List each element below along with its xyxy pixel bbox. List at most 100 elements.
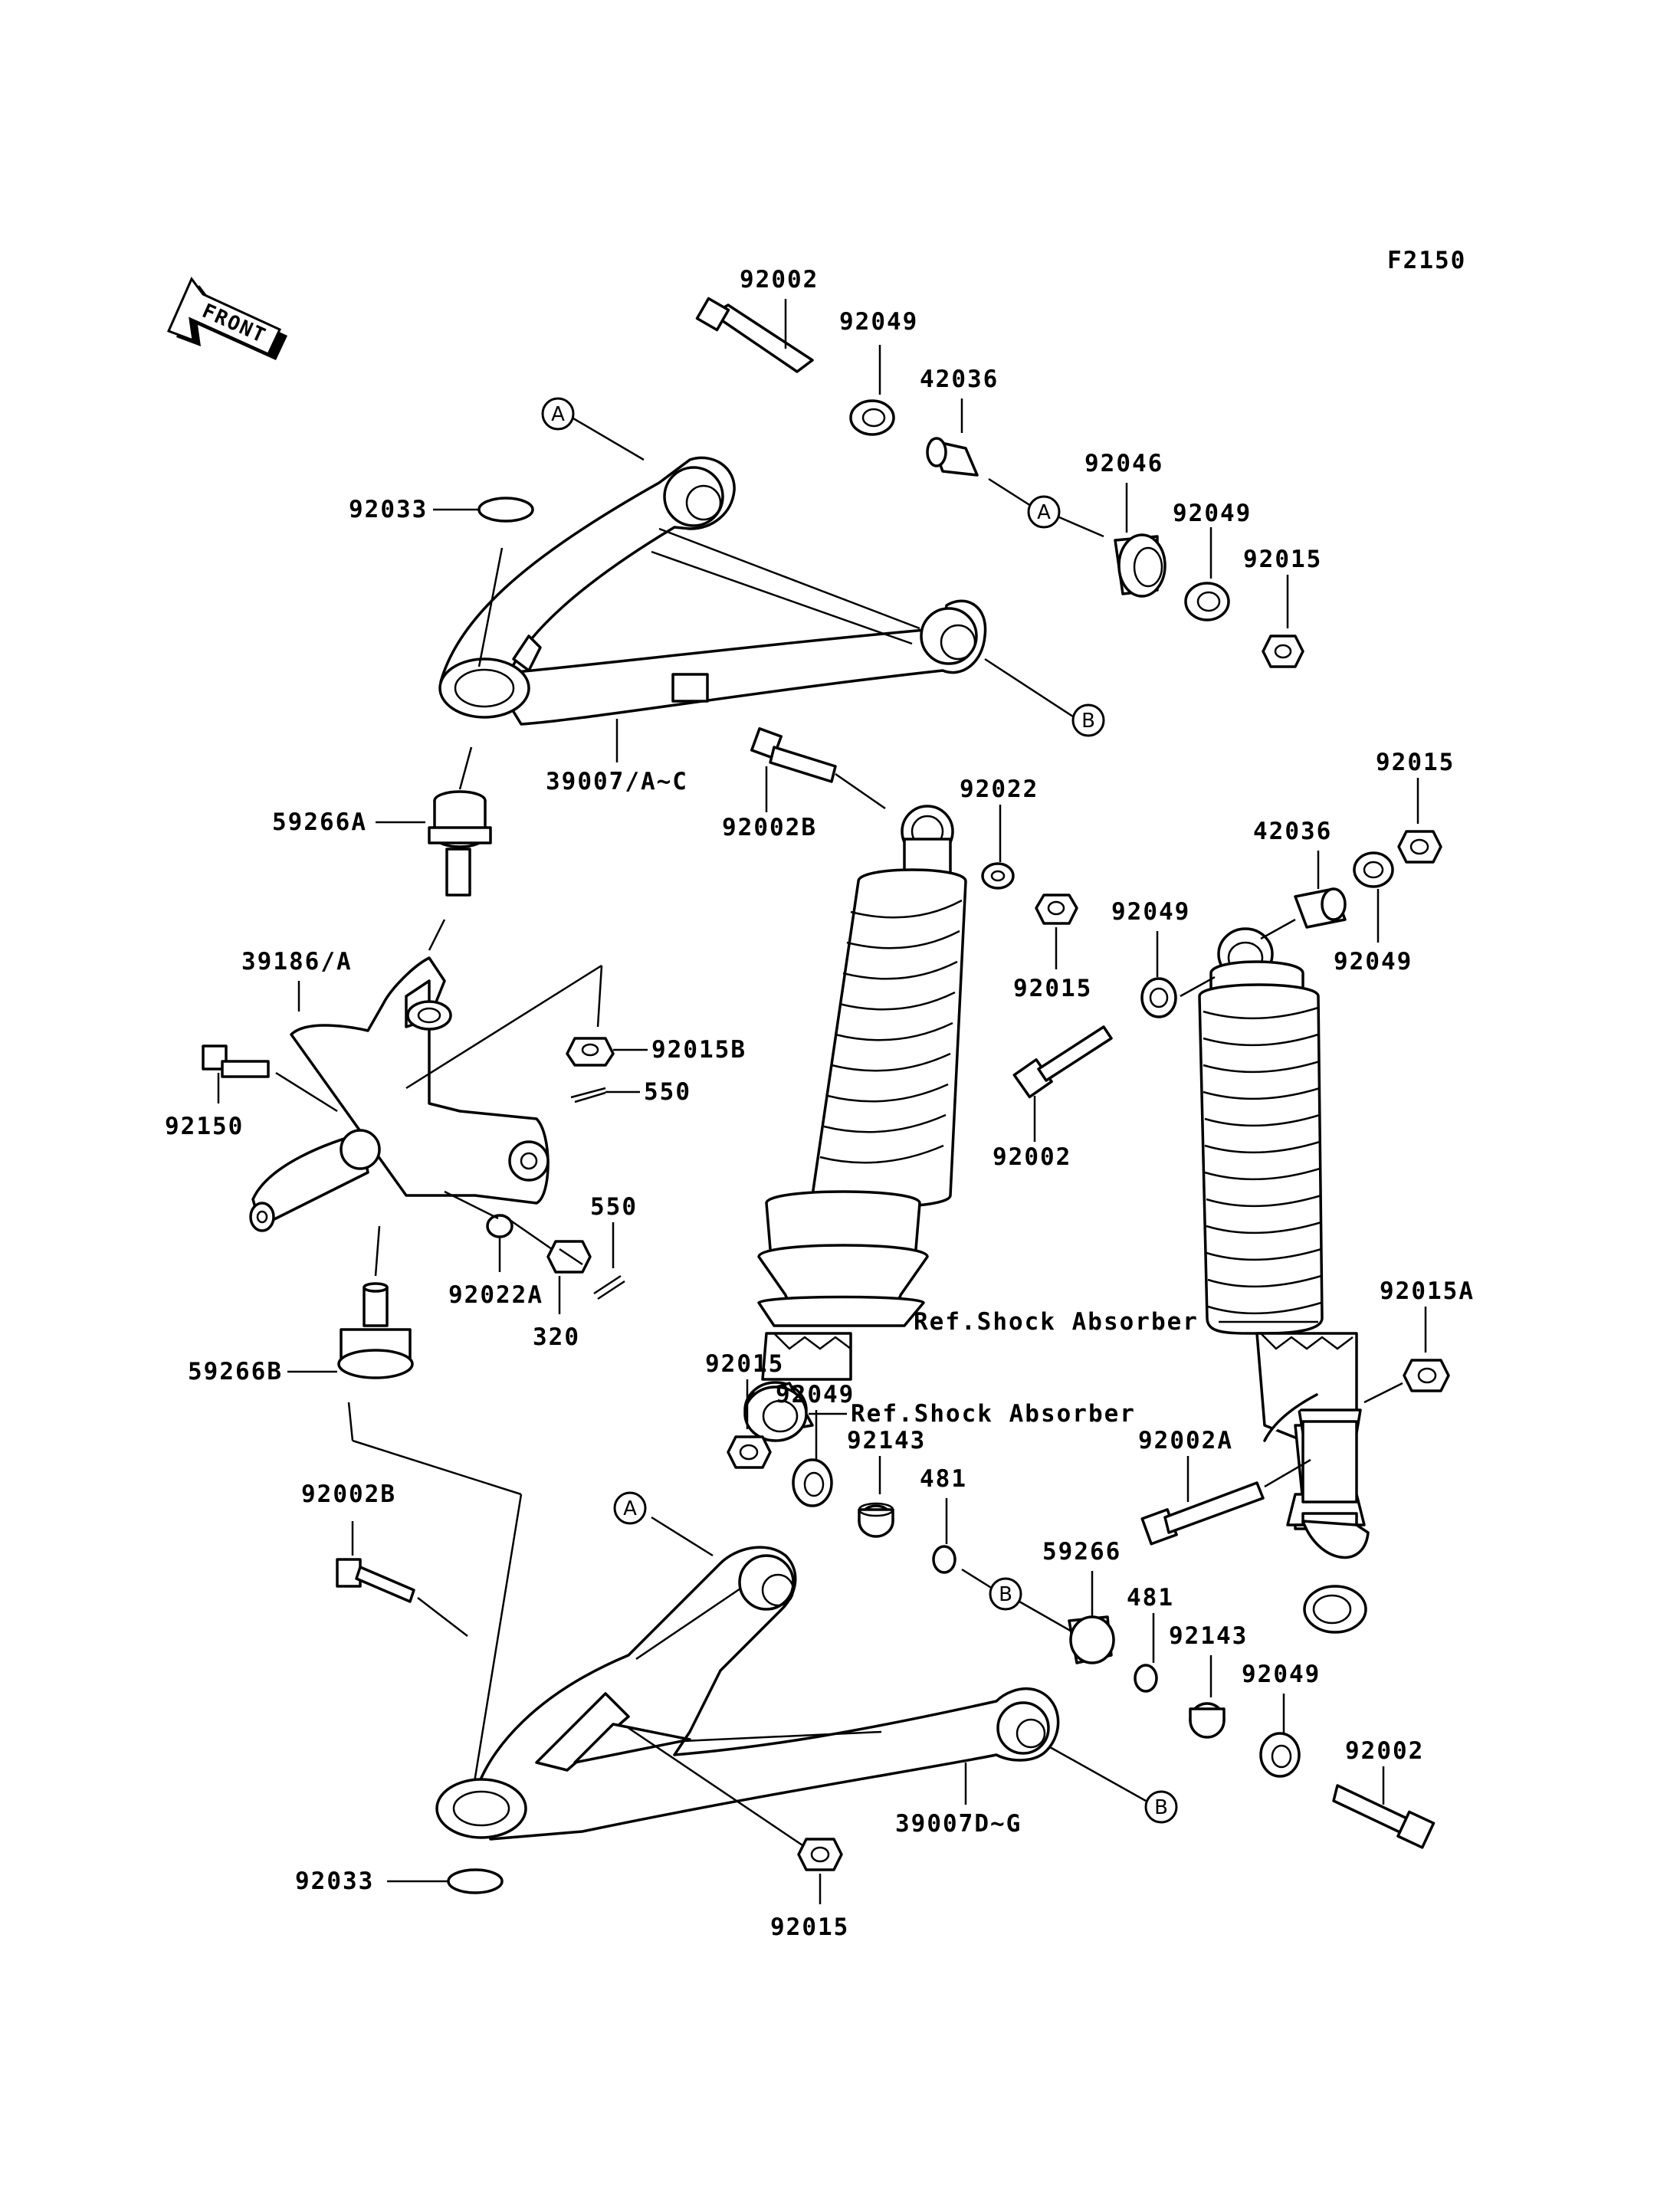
figure-code: F2150 [1387,247,1466,274]
label-92049-a: 92049 [839,308,918,336]
label-92015a: 92015A [1380,1277,1475,1305]
nut-92015-lower-left: 92015 [705,1350,784,1469]
label-92049-e: 92049 [776,1381,855,1408]
label-550-a: 550 [644,1078,691,1106]
circlip-481-b: 481 [1127,1584,1174,1693]
callout-a-mid-label: A [1037,501,1051,524]
label-92002-bottom: 92002 [1345,1737,1424,1765]
callout-a-upper-label: A [551,403,565,426]
callout-a-lower-label: A [623,1497,637,1520]
nut-92015-right: 92015 [1376,749,1455,864]
label-481-b: 481 [1127,1584,1174,1612]
bolt-92002-mid: 92002 [993,1025,1113,1171]
label-59266b: 59266B [188,1358,283,1385]
label-59266a: 59266A [272,808,367,836]
label-92033-lower: 92033 [295,1867,374,1895]
front-arrow: FRONT [166,277,287,360]
label-39007-dg: 39007D~G [895,1810,1022,1838]
bolt-92002-top: 92002 [695,266,819,373]
label-92015b: 92015B [651,1036,746,1064]
label-92022: 92022 [960,776,1039,803]
knuckle-39186a: 39186/A [241,919,550,1232]
label-550-b: 550 [590,1193,638,1221]
lower-a-arm [435,1546,1060,1841]
label-92143-b: 92143 [1169,1622,1248,1650]
label-92015-d: 92015 [705,1350,784,1378]
bolt-92002-bottom: 92002 [1332,1737,1436,1849]
leader-a-lower [651,1516,714,1557]
leader-a-mid-2 [1058,516,1104,538]
circlip-481-a: 481 [920,1465,993,1590]
label-42036-a: 42036 [920,366,999,393]
label-92002b-b: 92002B [301,1481,396,1508]
washer-92022: 92022 [960,776,1039,890]
leader-59266b-3 [470,1494,523,1802]
nut-92015-lower: 92015 [770,1838,849,1941]
bolt-92002b-lower: 92002B [301,1481,468,1637]
label-39186a: 39186/A [241,948,353,976]
label-92002b-a: 92002B [722,814,817,841]
bushing-92046: 92046 [1084,450,1166,598]
washer-92049-right-b: 92049 [1111,898,1216,1018]
label-320: 320 [533,1323,580,1351]
callout-b-upper [1071,703,1105,737]
cotter-pin-550-a: 550 [570,1078,691,1106]
shock-absorber-right [1198,927,1370,1634]
washer-92049-lower-a: 92049 [776,1381,855,1507]
washer-92049-upper-b: 92049 [1173,500,1252,621]
collar-42036-top: 42036 [920,366,999,477]
callout-b-lower-a [989,1577,1022,1611]
label-39007-ac: 39007/A~C [546,768,688,795]
ball-joint-59266b: 59266B [188,1225,414,1385]
nut-92015-mid: 92015 [1013,894,1092,1002]
label-481-a: 481 [920,1465,967,1493]
leader-59266b-2 [352,1439,522,1496]
ball-joint-59266a: 59266A [272,746,492,897]
callout-b-lower-a-label: B [999,1583,1012,1606]
label-92015-a: 92015 [1243,546,1322,573]
circlip-92033-upper: 92033 [349,496,534,667]
leader-knuckle-2 [596,965,603,1028]
label-92049-c: 92049 [1111,898,1190,926]
washer-92049-upper-a: 92049 [839,308,918,436]
bolt-92150: 92150 [165,1044,338,1140]
bushing-59266: 59266 [1042,1538,1121,1664]
upper-a-arm [438,456,987,726]
callout-b-upper-label: B [1081,710,1095,733]
collar-92143-b: 92143 [1169,1622,1248,1739]
callout-a-mid [1027,495,1061,529]
nut-92015a: 92015A [1363,1277,1475,1404]
leader-b-lower-b [1049,1746,1147,1802]
label-92049-f: 92049 [1242,1661,1321,1688]
label-92150: 92150 [165,1113,244,1140]
label-59266: 59266 [1042,1538,1121,1566]
label-92015-c: 92015 [1376,749,1455,776]
nut-92015b: 92015B [566,1036,746,1067]
leader-b-lower-a [1019,1600,1074,1634]
shock-absorber-left [743,805,967,1442]
label-92143-a: 92143 [847,1427,926,1454]
washer-92049-right-a: 92049 [1334,851,1411,976]
callout-b-lower-b [1144,1790,1178,1824]
label-ref-shock-2: Ref.Shock Absorber [914,1308,1199,1336]
cotter-pin-550-b: 550 [590,1193,638,1300]
label-92015-e: 92015 [770,1913,849,1941]
callout-a-upper [541,397,575,431]
label-42036-b: 42036 [1253,818,1332,845]
leader-a-mid [988,477,1032,507]
washer-92022a: 92022A [444,1190,543,1309]
label-ref-shock-1: Ref.Shock Absorber [851,1400,1136,1428]
label-92015-b: 92015 [1013,975,1092,1002]
label-92022a: 92022A [448,1281,543,1309]
leader-knuckle-1 [405,964,602,1090]
label-92002-mid: 92002 [993,1143,1071,1171]
callout-b-lower-b-label: B [1154,1796,1168,1819]
circlip-92033-lower: 92033 [295,1867,504,1895]
collar-42036-right: 42036 [1253,818,1347,940]
label-92049-b: 92049 [1173,500,1252,527]
label-92002-top: 92002 [740,266,819,293]
upper-arm-callouts: A B 39007/A~C [541,397,1105,795]
leader-59266b-1 [347,1402,354,1441]
castle-nut-320: 320 [501,1213,592,1351]
